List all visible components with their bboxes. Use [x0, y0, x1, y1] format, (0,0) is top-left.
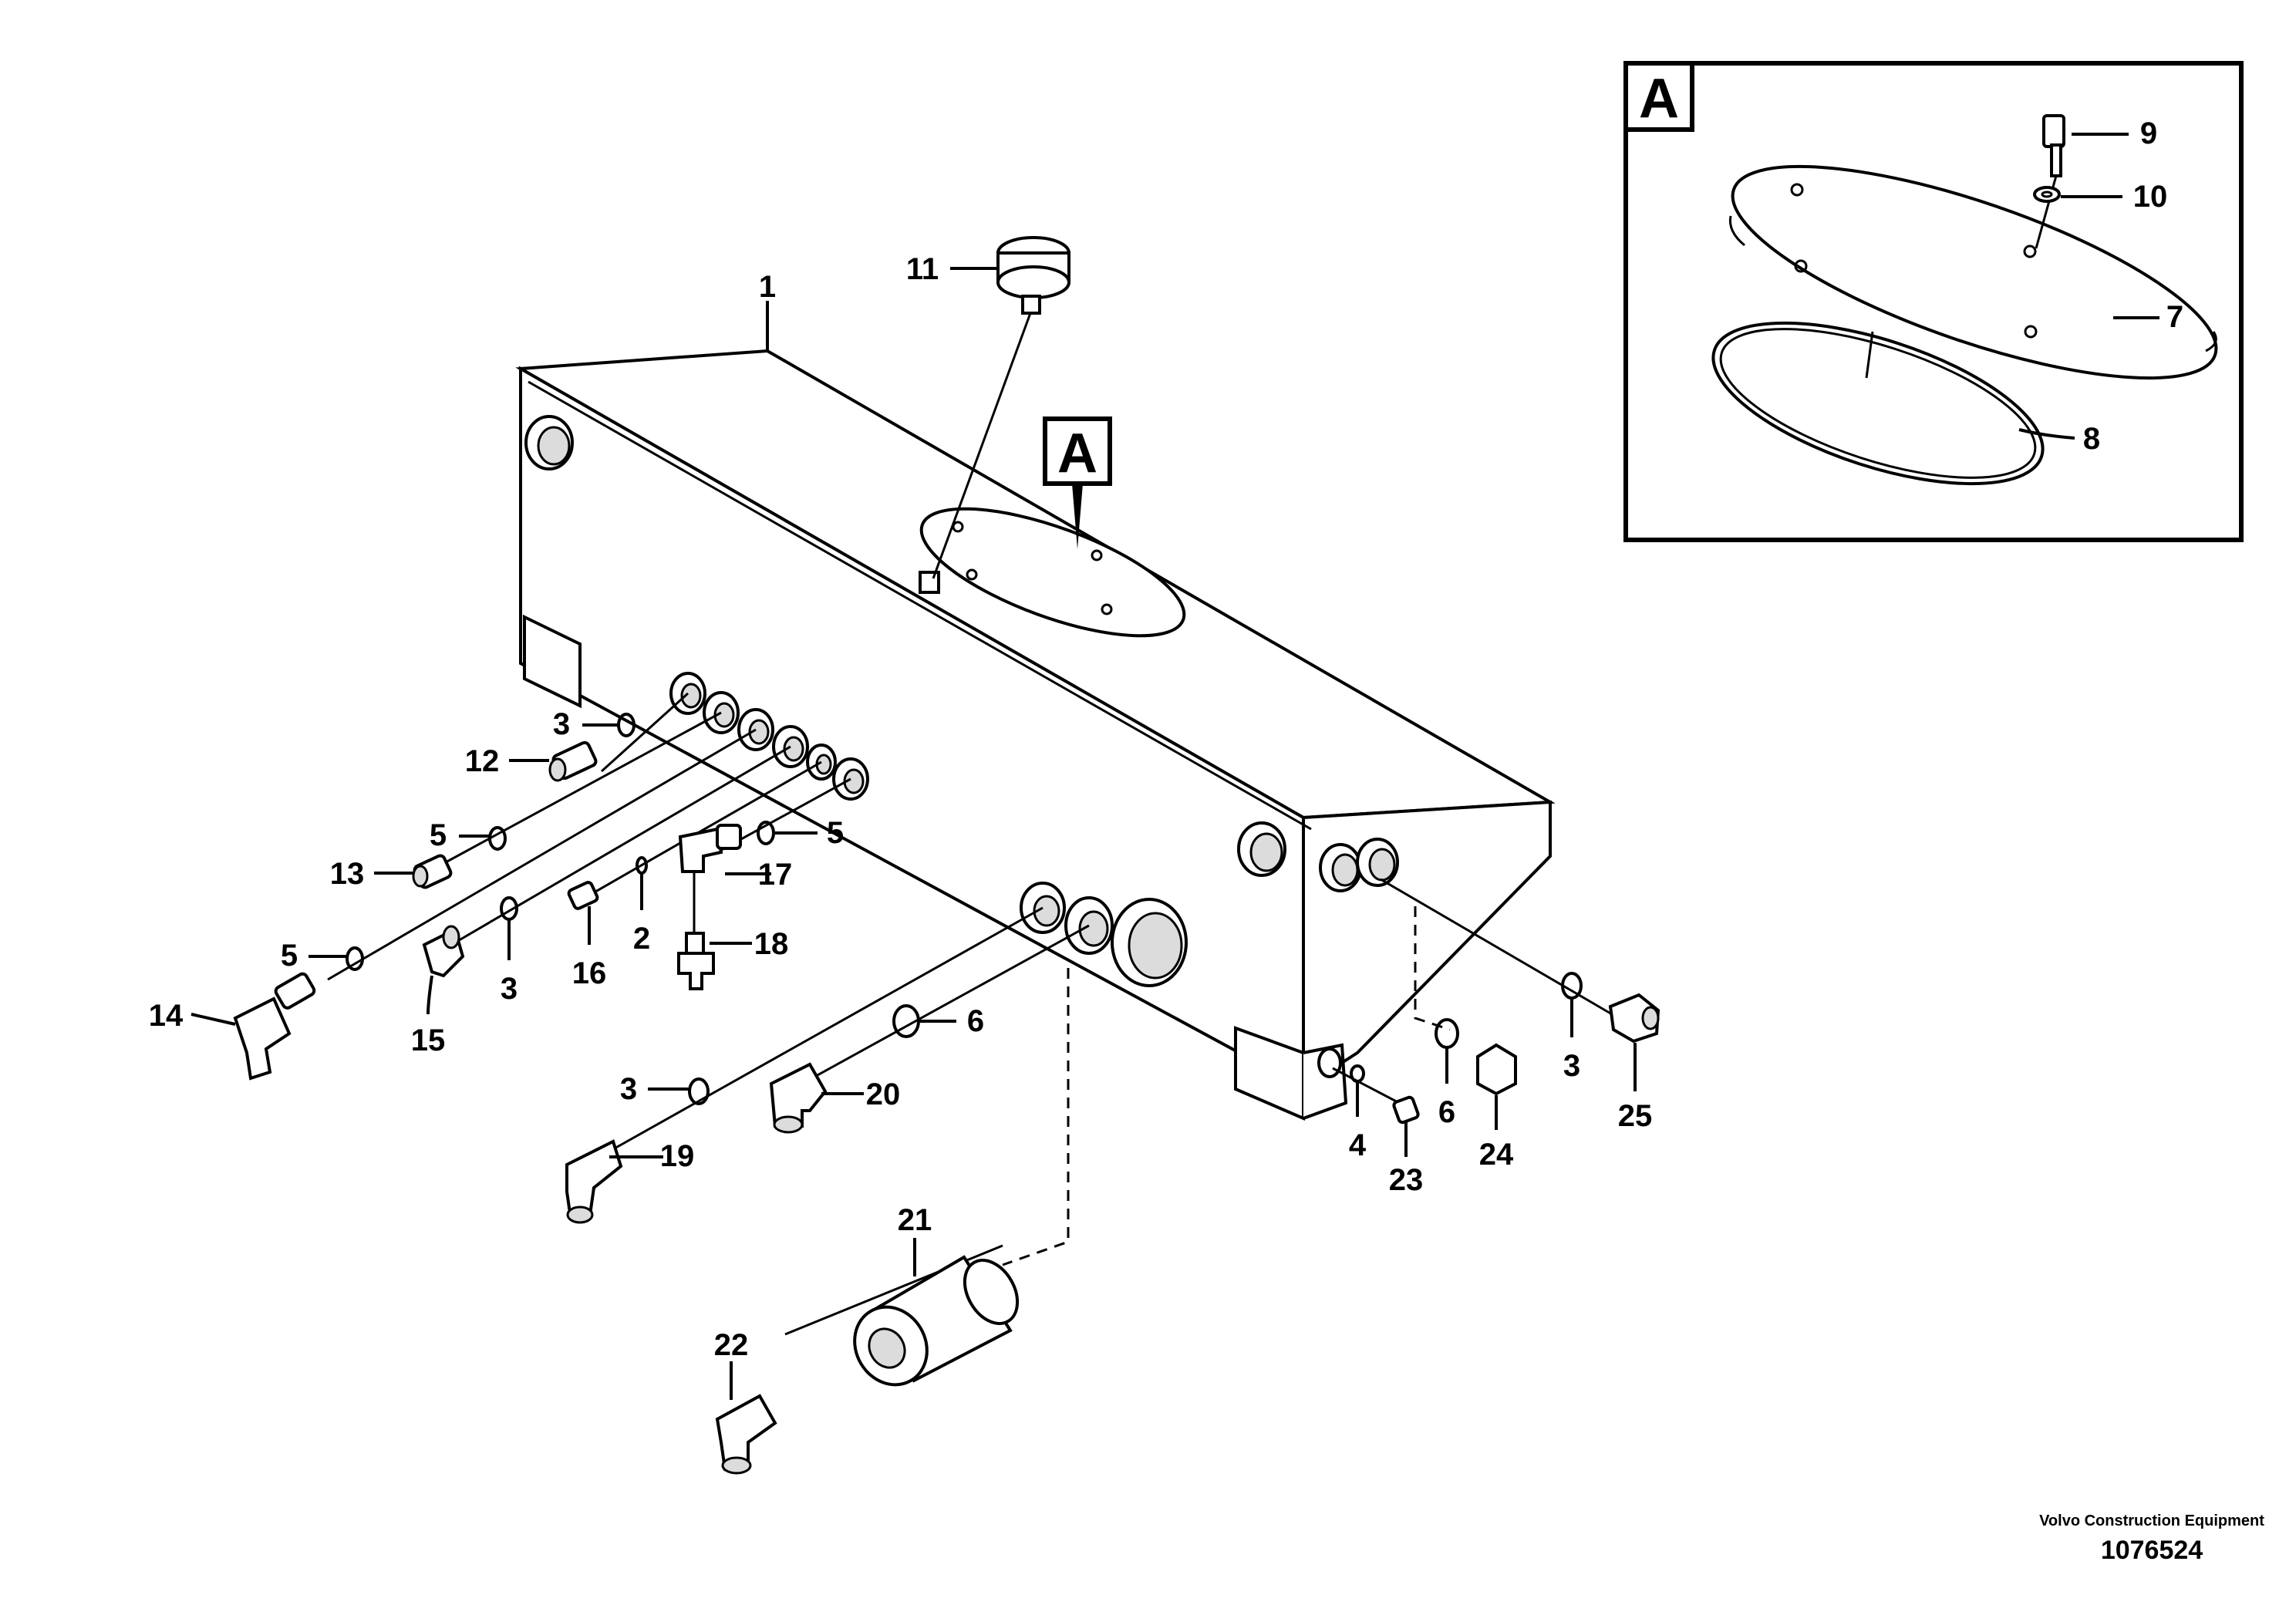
adapter-fitting [567, 881, 599, 910]
elbow-fitting [769, 1062, 828, 1134]
o-ring [1561, 972, 1583, 1000]
callout-13: 13 [330, 857, 365, 891]
assembly-lines [327, 692, 1613, 1336]
callout-3: 3 [620, 1072, 637, 1106]
o-ring [1435, 1018, 1459, 1049]
callout-5: 5 [281, 939, 298, 973]
callout-24: 24 [1479, 1138, 1514, 1172]
fittings [233, 236, 1660, 1475]
callout-15: 15 [411, 1023, 446, 1057]
plug [1476, 1043, 1517, 1096]
elbow-fitting [422, 925, 465, 978]
drawing-credit: Volvo Construction Equipment 1076524 [2021, 1512, 2283, 1566]
adapter-fitting [548, 740, 598, 782]
callout-3: 3 [553, 707, 570, 741]
callout-3: 3 [1563, 1049, 1580, 1083]
publisher-name: Volvo Construction Equipment [2039, 1512, 2264, 1529]
breather-cap [932, 236, 1070, 579]
cover-plate [1728, 164, 2218, 380]
callout-labels: 1 2 3 3 3 3 4 5 5 5 6 6 7 8 9 10 11 12 1… [149, 116, 2183, 1362]
callout-7: 7 [2166, 300, 2183, 334]
callout-21: 21 [898, 1203, 932, 1237]
elbow-fitting-45 [565, 1139, 623, 1224]
detail-marker: A [1057, 423, 1097, 484]
callout-25: 25 [1618, 1099, 1653, 1133]
callout-9: 9 [2140, 116, 2157, 150]
callout-17: 17 [758, 858, 793, 892]
hydraulic-tank: A [515, 349, 1556, 1121]
o-ring [488, 826, 507, 851]
elbow-fitting [678, 824, 742, 933]
tank-boss [1356, 838, 1399, 887]
o-ring [757, 821, 775, 845]
plug [1392, 1095, 1420, 1125]
detail-view-a: A [1623, 61, 2244, 542]
tank-boss [1319, 843, 1362, 892]
seal-ring [1711, 321, 2045, 486]
callout-4: 4 [1349, 1128, 1367, 1162]
return-filter [853, 1255, 1020, 1387]
o-ring [1350, 1064, 1365, 1083]
tank-boss [524, 415, 574, 470]
detail-letter: A [1639, 68, 1679, 130]
tank-boss [1237, 821, 1286, 877]
callout-14: 14 [149, 999, 184, 1033]
plug [1608, 993, 1660, 1044]
tee-fitting [677, 932, 715, 990]
o-ring [688, 1077, 710, 1105]
callout-20: 20 [866, 1077, 901, 1111]
callout-5: 5 [430, 818, 447, 852]
drawing-number: 1076524 [2100, 1536, 2203, 1565]
elbow-fitting-45 [715, 1394, 777, 1475]
callout-22: 22 [714, 1328, 749, 1362]
callout-16: 16 [572, 956, 607, 990]
callout-1: 1 [759, 270, 776, 304]
washer [2033, 186, 2061, 203]
callout-12: 12 [465, 744, 500, 778]
callout-11: 11 [906, 252, 939, 286]
callout-18: 18 [754, 927, 789, 961]
callout-3: 3 [501, 972, 518, 1006]
callout-19: 19 [660, 1139, 695, 1173]
o-ring [346, 946, 364, 971]
elbow-fitting [233, 972, 316, 1081]
callout-6: 6 [1438, 1095, 1455, 1129]
callout-10: 10 [2133, 180, 2168, 214]
callout-23: 23 [1389, 1163, 1424, 1197]
callout-8: 8 [2083, 422, 2100, 456]
leader-lines [190, 267, 1637, 1400]
adapter-fitting [412, 854, 453, 889]
callout-6: 6 [967, 1004, 984, 1038]
filler-port-cover [919, 507, 1186, 638]
callout-2: 2 [633, 922, 650, 956]
callout-5: 5 [827, 816, 844, 850]
